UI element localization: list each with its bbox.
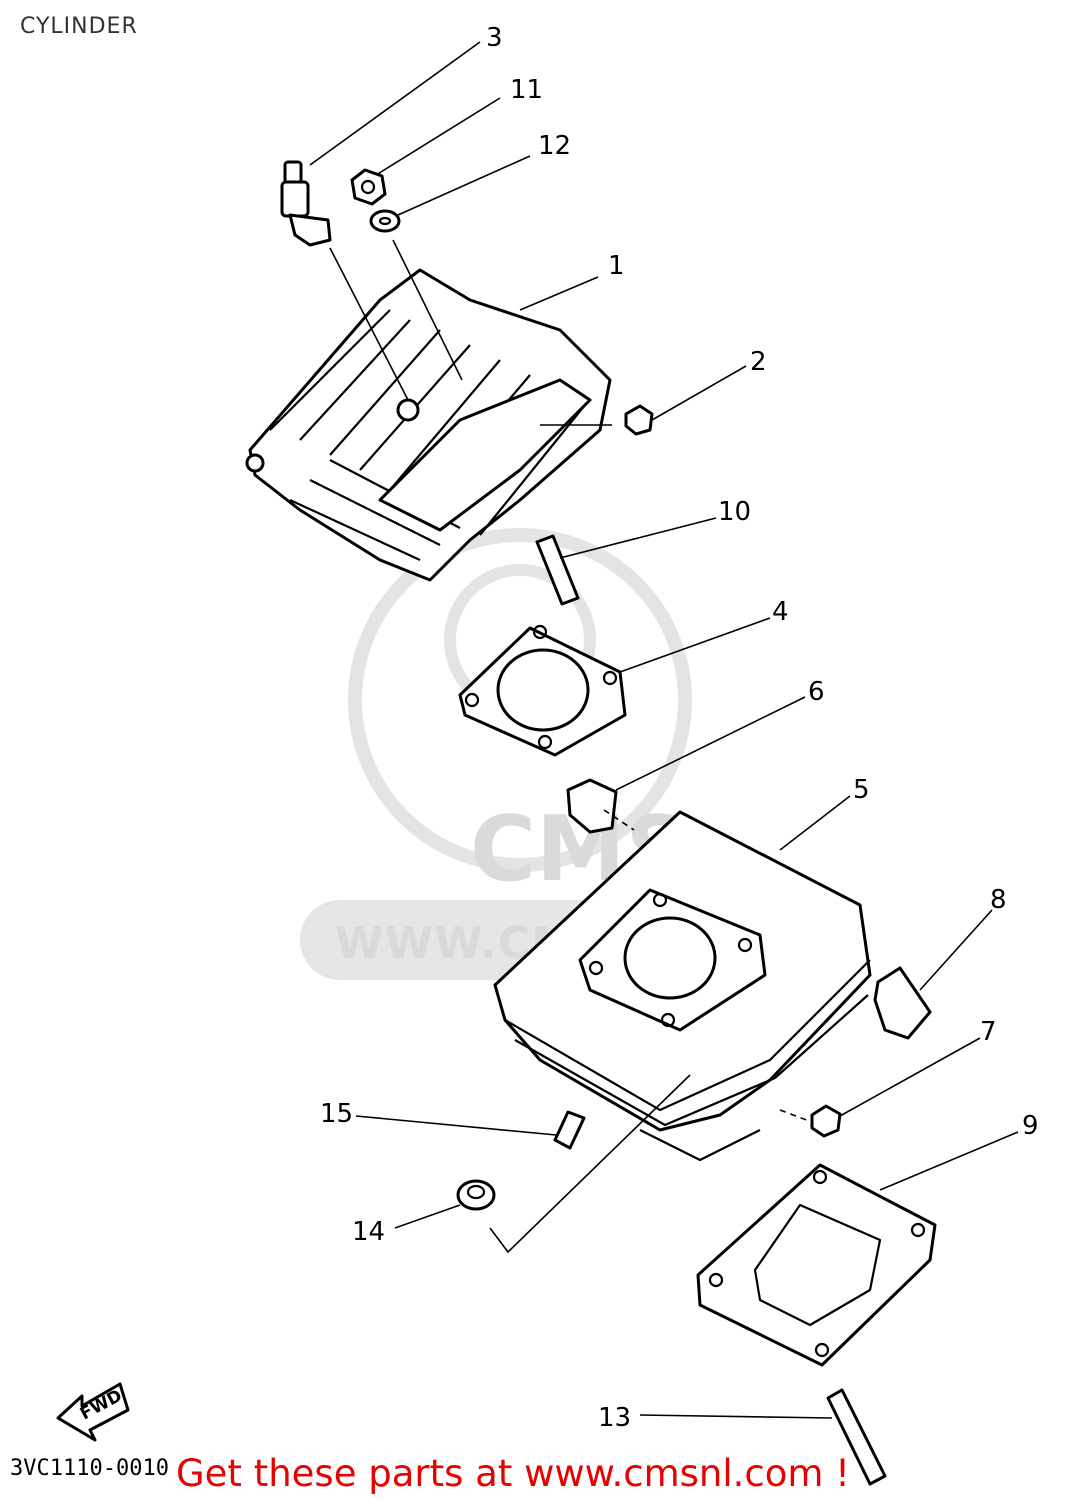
footer-parts-link[interactable]: Get these parts at www.cmsnl.com ! [176,1452,851,1495]
leader-lines [309,41,1019,1419]
callout-9: 9 [1022,1111,1039,1141]
small-stud[interactable] [553,1110,586,1150]
long-stud[interactable] [826,1388,887,1486]
drawing-code: 3VC1110-0010 [10,1456,169,1481]
callout-7: 7 [980,1017,997,1047]
callout-1: 1 [608,251,625,281]
callout-13: 13 [598,1403,631,1433]
washer[interactable] [369,209,401,233]
callout-10: 10 [718,497,751,527]
spark-plug[interactable] [280,160,332,247]
cylinder-nut[interactable] [810,1104,842,1138]
diagram-title: CYLINDER [20,14,138,39]
callout-6: 6 [808,677,825,707]
callout-15: 15 [320,1099,353,1129]
base-gasket[interactable] [696,1163,937,1367]
callout-5: 5 [853,775,870,805]
collar-nut[interactable] [456,1179,496,1211]
callout-numbers: 3 11 12 1 2 10 4 6 5 8 7 9 15 14 13 [320,23,1039,1433]
cylinder-cap[interactable] [873,966,932,1040]
callout-14: 14 [352,1217,385,1247]
callout-11: 11 [510,75,543,105]
callout-3: 3 [486,23,503,53]
fwd-arrow: FWD [56,1382,130,1442]
stud-bolt[interactable] [535,534,580,606]
cylinder-head[interactable] [245,268,612,582]
head-gasket[interactable] [458,624,627,757]
small-nut[interactable] [624,404,654,436]
dowel-pin[interactable] [566,778,618,834]
callout-12: 12 [538,131,571,161]
callout-8: 8 [990,885,1007,915]
cylinder-body[interactable] [493,810,872,1162]
nut[interactable] [350,168,387,206]
callout-2: 2 [750,347,767,377]
callout-4: 4 [772,597,789,627]
